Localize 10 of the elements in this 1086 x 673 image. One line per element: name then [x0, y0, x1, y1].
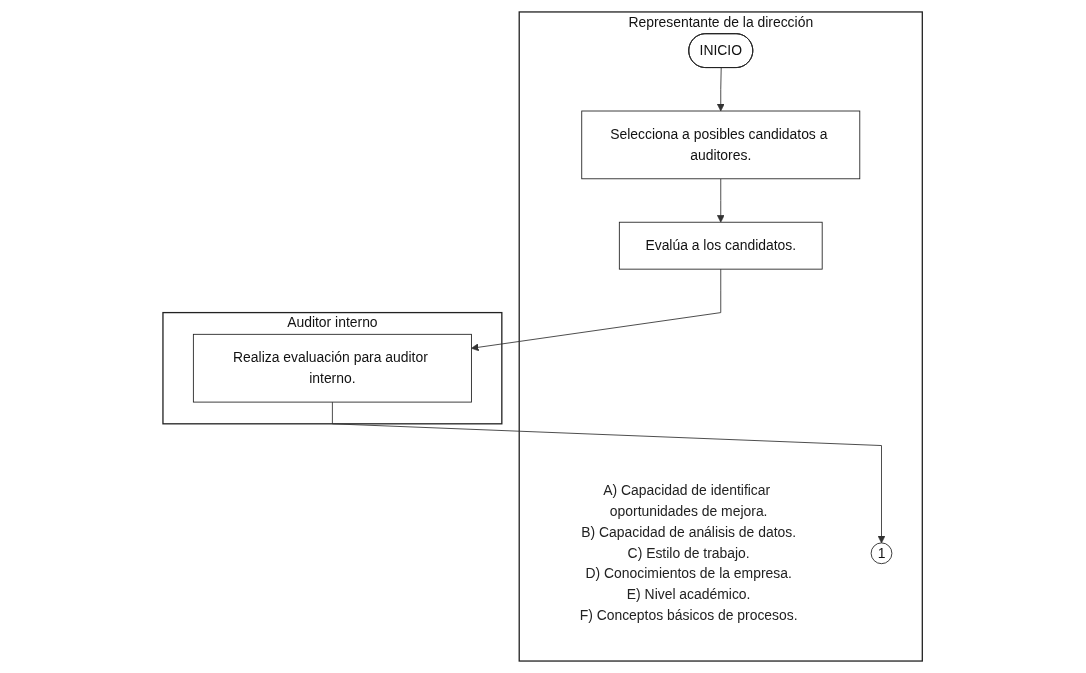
- node-box: Realiza evaluación para auditor interno.: [193, 333, 473, 403]
- node-label: B) Capacidad de análisis de datos.: [581, 524, 797, 540]
- node-box: Selecciona a posibles candidatos a auditores.: [581, 110, 861, 180]
- node-box: Evalúa a los candidatos.: [619, 221, 823, 270]
- node-label: A) Capacidad de identificar oportunidades de mejora.: [603, 482, 771, 519]
- node-label: F) Conceptos básicos de procesos.: [580, 608, 798, 623]
- node-label: D) Conocimientos de la empresa.: [585, 566, 793, 582]
- node-label: C) Estilo de trabajo.: [627, 545, 751, 561]
- node-label: E) Nivel académico.: [627, 587, 751, 602]
- node-circle: 1: [871, 542, 893, 565]
